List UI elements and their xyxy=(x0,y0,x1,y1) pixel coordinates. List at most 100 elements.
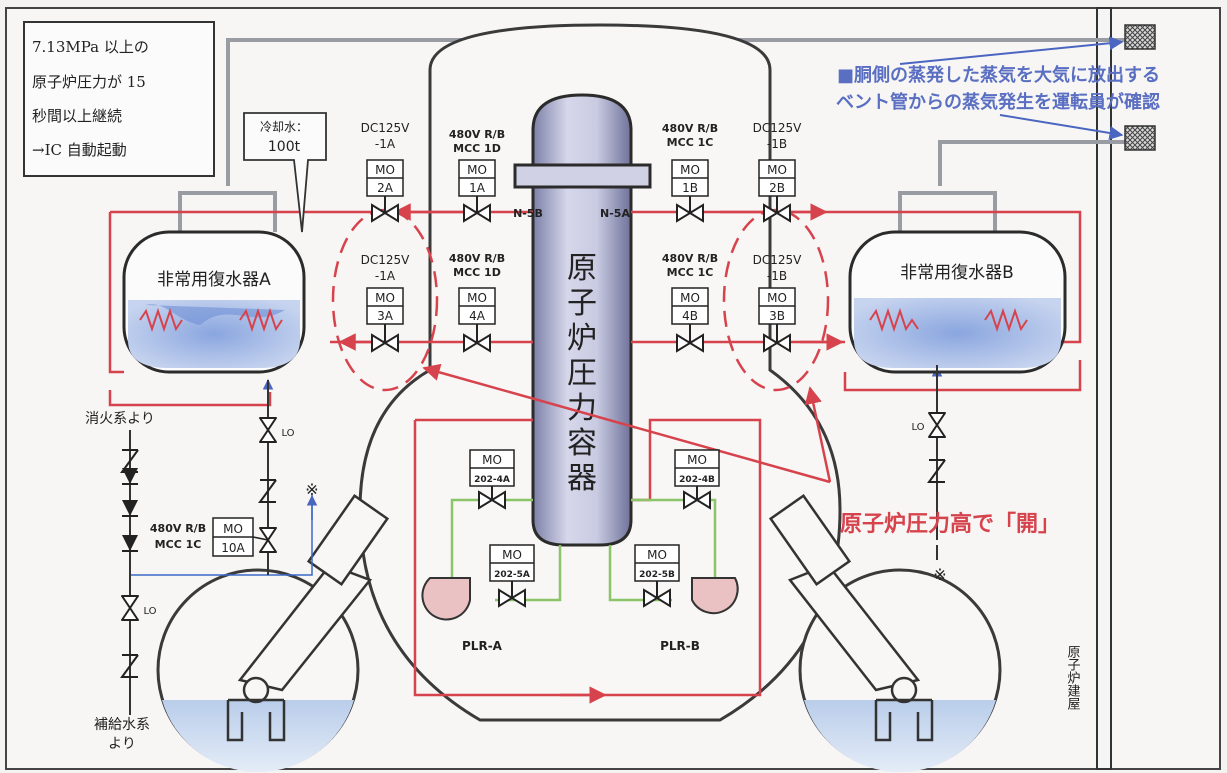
svg-text:2B: 2B xyxy=(769,181,785,195)
auto-start-note: 7.13MPa 以上の 原子炉圧力が 15 秒間以上継続 →IC 自動起動 xyxy=(23,21,215,177)
caption-mcc-1d-top: 480V R/B xyxy=(449,128,505,141)
svg-text:202-5A: 202-5A xyxy=(494,570,530,580)
condenser-b-label: 非常用復水器B xyxy=(900,263,1014,283)
valve-mo-1a: MO 1A xyxy=(458,159,496,223)
lo-label-1: LO xyxy=(281,428,294,439)
svg-text:冷却水：: 冷却水： xyxy=(260,120,308,134)
vent-pipe-left xyxy=(226,494,390,742)
rpv-label: 原 子 炉 圧 力 容 器 xyxy=(567,251,597,496)
valve-mo-202-4b: MO 202-4B xyxy=(674,449,720,510)
caption-dc-1a-top-2: -1A xyxy=(375,137,396,151)
caption-mcc-1c-mid-2: MCC 1C xyxy=(667,266,714,279)
svg-text:MO: MO xyxy=(482,453,502,467)
plr-pump-b: PLR-B xyxy=(660,577,739,653)
caption-mcc-1c-mid: 480V R/B xyxy=(662,252,718,265)
ic-loop-piping xyxy=(108,203,1082,704)
caption-dc-1a-mid: DC125V xyxy=(361,253,411,267)
svg-text:圧: 圧 xyxy=(567,356,597,391)
svg-text:7.13MPa 以上の: 7.13MPa 以上の xyxy=(32,38,149,56)
svg-text:MO: MO xyxy=(375,163,395,177)
condenser-a: 非常用復水器A xyxy=(122,230,306,374)
lo-label-3: LO xyxy=(911,422,924,433)
svg-text:1A: 1A xyxy=(469,181,486,195)
svg-text:202-4B: 202-4B xyxy=(679,475,715,485)
open-on-high-pressure-note: 原子炉圧力高で「開」 xyxy=(840,511,1060,537)
svg-text:3B: 3B xyxy=(769,309,785,323)
caption-mcc-1d-mid: 480V R/B xyxy=(449,252,505,265)
caption-dc-1b-mid: DC125V xyxy=(753,253,803,267)
svg-text:→IC 自動起動: →IC 自動起動 xyxy=(32,141,127,159)
svg-text:MO: MO xyxy=(680,163,700,177)
svg-text:器: 器 xyxy=(567,461,597,496)
mcc-10a-caption: 480V R/B xyxy=(150,522,206,535)
caption-dc-1b-top-2: -1B xyxy=(767,137,787,151)
valve-mo-10a: MO 10A xyxy=(212,517,269,557)
nozzle-n5a: N-5A xyxy=(600,207,630,220)
svg-text:MO: MO xyxy=(767,291,787,305)
coolant-callout: 冷却水： 100t xyxy=(243,112,327,233)
valve-mo-1b: MO 1B xyxy=(671,159,709,223)
reactor-pressure-vessel xyxy=(513,93,652,547)
svg-text:MO: MO xyxy=(467,163,487,177)
svg-text:炉: 炉 xyxy=(567,321,597,356)
caption-mcc-1d-top-2: MCC 1D xyxy=(453,142,501,155)
caption-dc-1a-top: DC125V xyxy=(361,121,411,135)
valve-mo-2a: MO 2A xyxy=(366,159,404,223)
svg-text:原: 原 xyxy=(567,251,597,286)
pool-water-right xyxy=(804,700,996,772)
svg-text:202-5B: 202-5B xyxy=(639,570,675,580)
makeup-supply-label-2: より xyxy=(108,736,136,752)
open-arrow-right xyxy=(804,386,832,483)
svg-text:MO: MO xyxy=(767,163,787,177)
mcc-10a-caption-2: MCC 1C xyxy=(155,538,202,551)
svg-text:1B: 1B xyxy=(682,181,698,195)
lo-label-2: LO xyxy=(143,606,156,617)
svg-text:ベント管からの蒸気発生を運転員が確認: ベント管からの蒸気発生を運転員が確認 xyxy=(836,91,1160,113)
ref-mark-right: ※ xyxy=(933,565,946,584)
valve-mo-3b: MO 3B xyxy=(758,287,796,353)
open-arrow-left xyxy=(422,363,831,484)
plr-a-label: PLR-A xyxy=(462,639,503,653)
caption-mcc-1c-top-2: MCC 1C xyxy=(667,136,714,149)
caption-mcc-1c-top: 480V R/B xyxy=(662,122,718,135)
ref-mark-left: ※ xyxy=(305,480,318,499)
svg-text:MO: MO xyxy=(375,291,395,305)
makeup-supply-label: 補給水系 xyxy=(94,717,150,733)
svg-text:MO: MO xyxy=(687,453,707,467)
svg-text:4B: 4B xyxy=(682,309,698,323)
vent-pipe-right xyxy=(768,494,934,742)
makeup-fittings xyxy=(120,412,946,678)
svg-text:秒間以上継続: 秒間以上継続 xyxy=(32,107,122,125)
svg-text:2A: 2A xyxy=(377,181,394,195)
valve-mo-4a: MO 4A xyxy=(458,287,496,353)
svg-text:MO: MO xyxy=(647,548,667,562)
svg-text:100t: 100t xyxy=(268,139,301,155)
caption-mcc-1d-mid-2: MCC 1D xyxy=(453,266,501,279)
caption-dc-1b-mid-2: -1B xyxy=(767,269,787,283)
building-label: 原子炉建屋 xyxy=(1065,645,1081,711)
svg-text:■胴側の蒸発した蒸気を大気に放出する: ■胴側の蒸発した蒸気を大気に放出する xyxy=(837,64,1160,86)
svg-text:容: 容 xyxy=(567,426,597,461)
building-wall xyxy=(1096,7,1112,770)
svg-text:子: 子 xyxy=(567,286,597,321)
plr-b-label: PLR-B xyxy=(660,639,700,653)
svg-text:MO: MO xyxy=(467,291,487,305)
valve-mo-202-5b: MO 202-5B xyxy=(634,544,680,608)
svg-text:3A: 3A xyxy=(377,309,394,323)
svg-text:10A: 10A xyxy=(221,541,245,555)
svg-text:原子炉圧力が 15: 原子炉圧力が 15 xyxy=(32,73,146,91)
fire-supply-label: 消火系より xyxy=(85,411,155,427)
pool-water-left xyxy=(162,700,354,772)
vent-muffler-top xyxy=(1124,24,1156,50)
steam-release-note: ■胴側の蒸発した蒸気を大気に放出する ベント管からの蒸気発生を運転員が確認 xyxy=(836,36,1160,140)
caption-dc-1a-mid-2: -1A xyxy=(375,269,396,283)
svg-text:MO: MO xyxy=(223,522,243,536)
caption-dc-1b-top: DC125V xyxy=(753,121,803,135)
valve-mo-3a: MO 3A xyxy=(366,287,404,353)
svg-text:MO: MO xyxy=(680,291,700,305)
plr-pump-a: PLR-A xyxy=(421,577,503,653)
condenser-b: 非常用復水器B xyxy=(848,230,1067,374)
svg-text:4A: 4A xyxy=(469,309,486,323)
